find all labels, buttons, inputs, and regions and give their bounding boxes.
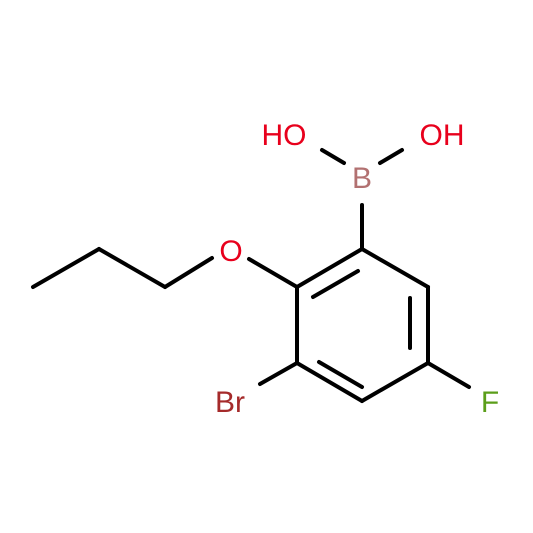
ring-bond-c3-c4 <box>295 361 364 403</box>
ring-bond-c4-c5 <box>360 361 430 403</box>
bond-ch2-ch2 <box>97 247 167 289</box>
bond-c2-ether-oxygen <box>247 257 299 289</box>
ring-bond-c6-c1 <box>360 247 430 289</box>
bond-boron-oh-right <box>378 148 404 165</box>
bond-c3-bromine <box>258 361 299 386</box>
atom-label-fluorine: F <box>481 386 499 419</box>
atom-label-bromine: Br <box>215 386 245 419</box>
atom-label-ether-oxygen: O <box>219 235 242 268</box>
aromatic-inner-bond-1 <box>311 269 360 299</box>
atom-label-oh-left: HO <box>262 119 307 152</box>
atom-label-oh-right: OH <box>420 119 465 152</box>
bond-oxygen-ch2 <box>163 256 214 289</box>
aromatic-inner-bond-3 <box>317 360 364 389</box>
bond-ch2-ch3 <box>31 247 101 289</box>
bond-c5-fluorine <box>426 361 471 389</box>
ring-bond-c1-c2 <box>295 247 364 289</box>
atom-label-boron: B <box>352 162 372 195</box>
bond-boron-oh-left <box>320 148 346 165</box>
